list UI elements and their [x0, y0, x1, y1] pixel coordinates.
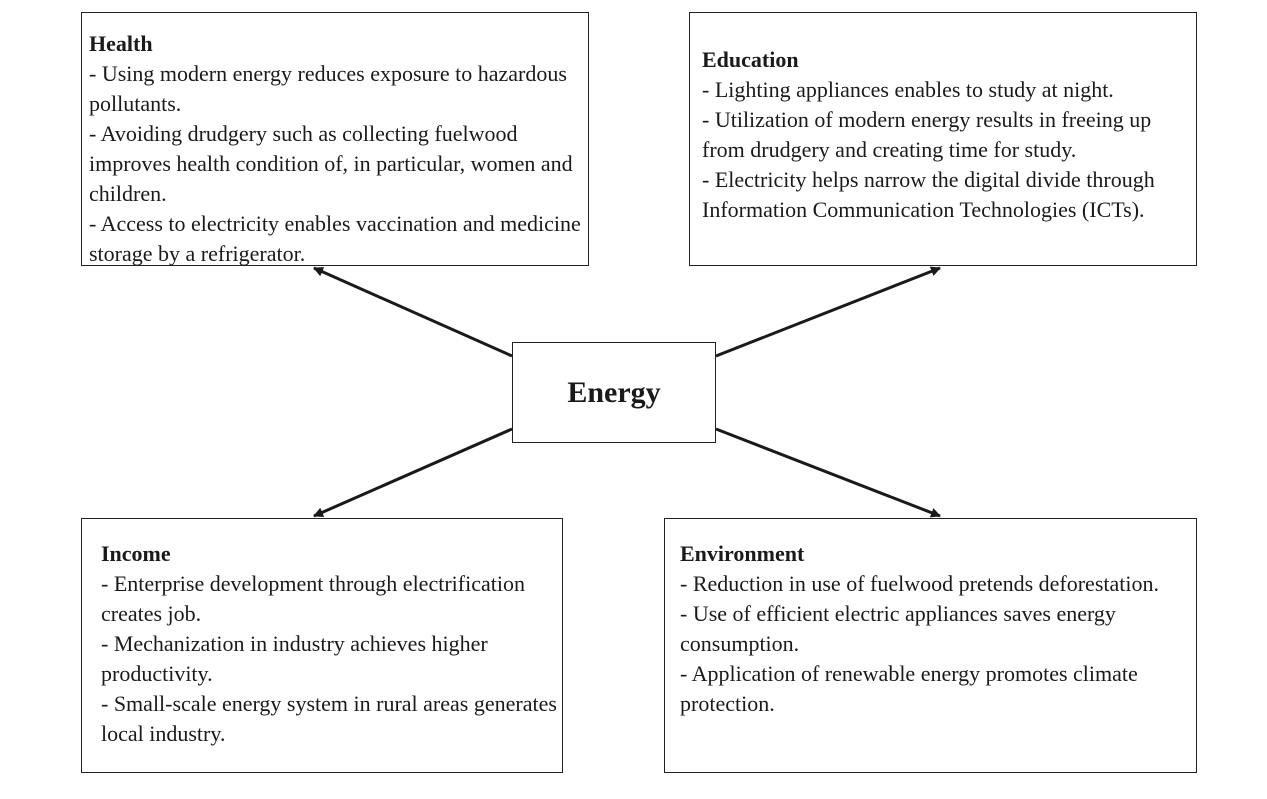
health-box: Health - Using modern energy reduces exp…: [81, 12, 589, 266]
income-title: Income: [101, 541, 171, 566]
environment-item: - Application of renewable energy promot…: [680, 661, 1138, 716]
health-item: - Avoiding drudgery such as collecting f…: [89, 121, 573, 206]
health-title: Health: [89, 31, 153, 56]
arrow-to-education: [715, 266, 941, 358]
income-item: - Small-scale energy system in rural are…: [101, 691, 557, 746]
arrow-to-health: [313, 266, 513, 358]
education-box: Education - Lighting appliances enables …: [689, 12, 1197, 266]
environment-item: - Use of efficient electric appliances s…: [680, 601, 1116, 656]
energy-center-box: Energy: [512, 342, 716, 443]
environment-item: - Reduction in use of fuelwood pretends …: [680, 571, 1159, 596]
health-item: - Using modern energy reduces exposure t…: [89, 61, 567, 116]
income-box: Income - Enterprise development through …: [81, 518, 563, 773]
income-item: - Mechanization in industry achieves hig…: [101, 631, 488, 686]
energy-label: Energy: [567, 375, 661, 409]
income-item: - Enterprise development through electri…: [101, 571, 525, 626]
health-item: - Access to electricity enables vaccinat…: [89, 211, 581, 266]
education-title: Education: [702, 47, 799, 72]
education-item: - Lighting appliances enables to study a…: [702, 77, 1114, 102]
education-item: - Utilization of modern energy results i…: [702, 107, 1152, 162]
environment-box: Environment - Reduction in use of fuelwo…: [664, 518, 1197, 773]
income-list: - Enterprise development through electri…: [101, 569, 562, 749]
environment-title: Environment: [680, 541, 805, 566]
health-list: - Using modern energy reduces exposure t…: [89, 59, 588, 269]
arrow-to-income: [313, 427, 513, 518]
education-item: - Electricity helps narrow the digital d…: [702, 167, 1155, 222]
environment-list: - Reduction in use of fuelwood pretends …: [680, 569, 1196, 719]
arrow-to-environment: [715, 427, 941, 518]
education-list: - Lighting appliances enables to study a…: [702, 75, 1196, 225]
